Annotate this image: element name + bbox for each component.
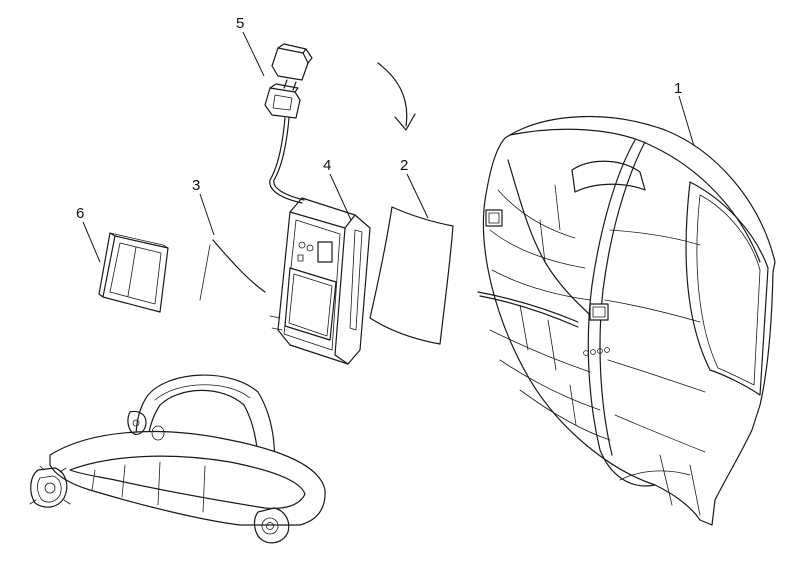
part-3-inner-cover-lens — [199, 239, 266, 301]
callout-leaders — [82, 31, 695, 263]
callout-4: 4 — [323, 157, 331, 174]
callout-6: 6 — [76, 205, 84, 222]
callout-3: 3 — [192, 177, 200, 194]
part-5-battery-module — [264, 43, 313, 204]
part-1-helmet-shell — [477, 115, 776, 526]
headgear-assembly — [29, 374, 326, 544]
callout-5: 5 — [236, 15, 244, 32]
part-6-magnifier-lens — [98, 232, 169, 313]
part-2-front-cover-lens — [369, 206, 454, 345]
part-4-filter-cartridge — [269, 197, 371, 365]
callout-1: 1 — [674, 80, 682, 97]
callout-2: 2 — [400, 157, 408, 174]
installation-direction-arrow-icon — [377, 62, 416, 131]
